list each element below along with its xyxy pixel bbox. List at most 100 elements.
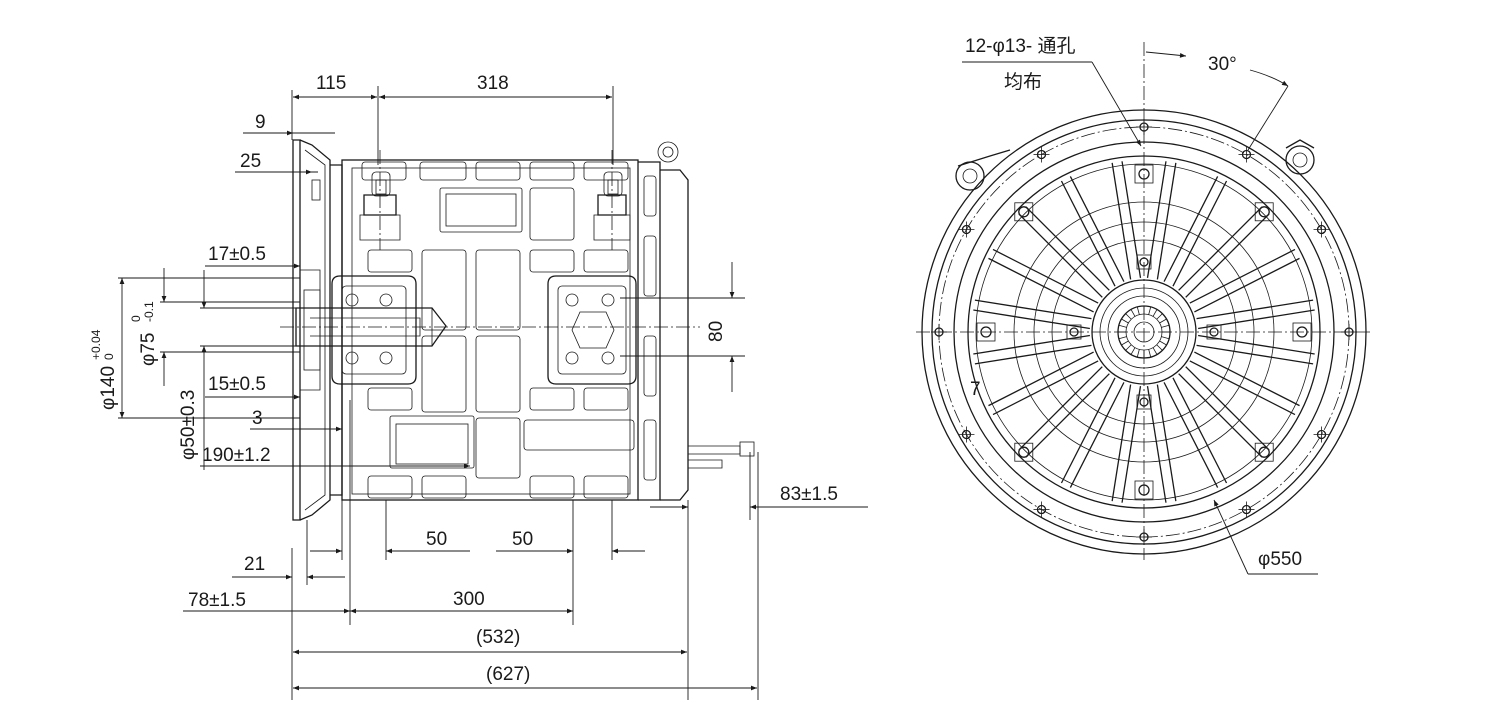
hub-bolt-hole: [1069, 327, 1079, 337]
cooling-rib: [1111, 384, 1132, 502]
spline-tooth: [1136, 349, 1140, 358]
cooling-rib: [992, 248, 1099, 304]
dim-phi140-tol-upper: +0.04: [89, 329, 103, 360]
spline-tooth: [1118, 336, 1127, 340]
cooling-rib: [1198, 334, 1315, 355]
cooling-rib: [1196, 299, 1314, 320]
dim-15: 15±0.5: [208, 374, 266, 395]
spline-tooth: [1159, 318, 1167, 324]
cooling-rib: [973, 334, 1090, 355]
dim-phi75-tol-upper: 0: [129, 315, 143, 322]
dim-25: 25: [240, 151, 261, 172]
hole-note-line2: 均布: [1004, 71, 1042, 93]
cooling-rib: [1172, 180, 1228, 287]
hub-bolt-boss: [1066, 324, 1082, 340]
cooling-rib: [1025, 206, 1110, 291]
hub-bolt-hole: [1209, 327, 1219, 337]
spline-tooth: [1156, 344, 1163, 351]
hub-bolt-boss: [1136, 254, 1152, 270]
cooling-rib: [1196, 344, 1314, 365]
dim-phi140-tol-lower: 0: [102, 353, 116, 360]
bolt-boss: [1134, 164, 1154, 184]
spline-tooth: [1152, 309, 1158, 317]
bolt-hole: [1296, 326, 1308, 338]
hub-bolt-boss: [1206, 324, 1222, 340]
hub-bolt-hole: [1139, 397, 1149, 407]
spline-tooth: [1130, 309, 1136, 317]
cooling-rib: [1018, 213, 1103, 298]
cooling-rib: [1069, 176, 1125, 282]
dim-78: 78±1.5: [188, 590, 246, 611]
bolt-hole: [1258, 206, 1270, 218]
bolt-hole: [1138, 168, 1150, 180]
cooling-rib: [1194, 351, 1300, 407]
motor-housing: [331, 141, 755, 501]
bolt-boss: [1254, 442, 1274, 462]
spline-tooth: [1161, 324, 1170, 328]
mark-7: 7: [970, 379, 981, 400]
cooling-rib: [1156, 384, 1177, 502]
cooling-rib: [974, 344, 1092, 365]
dim-9: 9: [255, 112, 266, 133]
cooling-rib: [1025, 373, 1110, 458]
spline-tooth: [1121, 318, 1129, 324]
cooling-rib: [1156, 162, 1177, 280]
dim-50-left: 50: [426, 529, 447, 550]
cooling-rib: [1178, 206, 1263, 291]
dim-phi75-group: φ75 0 -0.1: [129, 301, 159, 366]
spline-tooth: [1125, 313, 1132, 320]
cooling-rib: [1018, 366, 1103, 451]
bolt-hole: [1258, 446, 1270, 458]
bolt-hole: [1018, 206, 1030, 218]
bolt-hole: [1018, 446, 1030, 458]
cooling-rib: [1198, 309, 1315, 330]
cooling-rib: [973, 309, 1090, 330]
cooling-rib: [1060, 377, 1116, 484]
cooling-rib: [1172, 377, 1228, 484]
hub-bolt-hole: [1139, 257, 1149, 267]
dim-190: 190±1.2: [202, 445, 271, 466]
spline-tooth: [1118, 324, 1127, 328]
dim-532: (532): [476, 627, 520, 648]
dim-83: 83±1.5: [780, 484, 838, 505]
cooling-rib: [1189, 360, 1296, 416]
dim-627: (627): [486, 664, 530, 685]
dim-300: 300: [453, 589, 485, 610]
bolt-boss: [1292, 322, 1312, 342]
cooling-rib: [988, 257, 1094, 313]
cooling-rib: [1189, 248, 1296, 304]
bolt-boss: [1014, 202, 1034, 222]
dim-phi50: φ50±0.3: [178, 390, 199, 460]
spline-tooth: [1121, 340, 1129, 346]
dim-80: 80: [706, 321, 727, 342]
dim-phi550: φ550: [1258, 549, 1302, 570]
mounting-flange: [292, 139, 343, 521]
bolt-boss: [1014, 442, 1034, 462]
cooling-rib: [1146, 386, 1167, 503]
cooling-rib: [1185, 366, 1270, 451]
front-view-generated: [931, 119, 1357, 545]
spline-tooth: [1161, 336, 1170, 340]
dim-phi75-tol-lower: -0.1: [142, 301, 156, 322]
cooling-rib: [1146, 161, 1167, 278]
hub-bolt-boss: [1136, 394, 1152, 410]
dim-phi75: φ75: [138, 333, 159, 366]
dim-21: 21: [244, 554, 265, 575]
spline-tooth: [1156, 313, 1163, 320]
front-view: [916, 42, 1372, 575]
cooling-rib: [988, 351, 1094, 407]
angle-30: 30°: [1208, 54, 1237, 75]
spline-tooth: [1152, 347, 1158, 355]
cooling-rib: [1060, 180, 1116, 287]
bolt-hole: [1138, 484, 1150, 496]
dim-phi140: φ140: [98, 366, 119, 410]
bolt-boss: [976, 322, 996, 342]
cooling-rib: [1121, 386, 1142, 503]
cooling-rib: [1178, 373, 1263, 458]
dim-17: 17±0.5: [208, 244, 266, 265]
cooling-rib: [1185, 213, 1270, 298]
dim-phi140-group: φ140 +0.04 0: [89, 329, 119, 410]
bolt-hole: [980, 326, 992, 338]
dim-3: 3: [252, 408, 263, 429]
